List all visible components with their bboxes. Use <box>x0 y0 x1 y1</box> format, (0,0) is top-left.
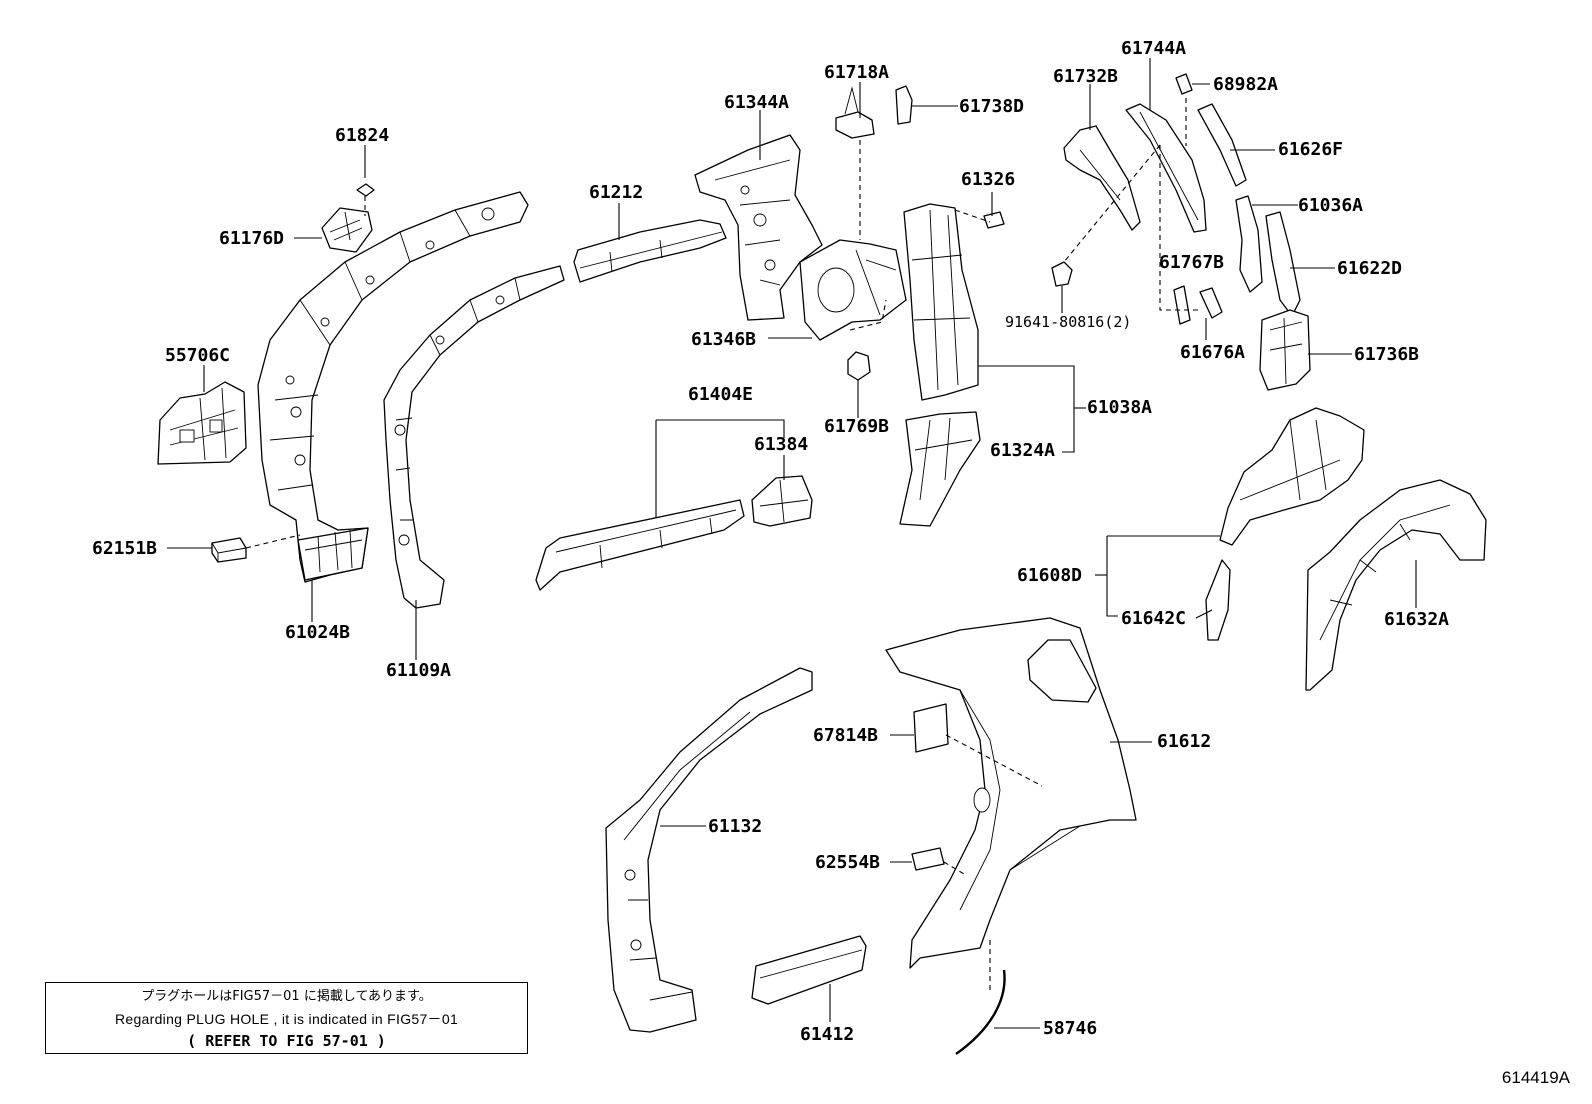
label-61626f: 61626F <box>1278 139 1343 160</box>
part-61176d-drawing <box>321 183 375 253</box>
label-61324a: 61324A <box>990 440 1055 461</box>
label-61412: 61412 <box>800 1024 854 1045</box>
part-61346b-drawing <box>799 239 907 341</box>
label-62554b: 62554B <box>815 852 880 873</box>
label-61732b: 61732B <box>1053 66 1118 87</box>
label-61344a: 61344A <box>724 92 789 113</box>
part-61642c-drawing <box>1205 559 1231 641</box>
label-61346b: 61346B <box>691 329 756 350</box>
part-61744a-drawing <box>1125 103 1207 233</box>
part-61326-drawing <box>983 211 1005 229</box>
label-67814b: 67814B <box>813 725 878 746</box>
part-61676a-drawing <box>1199 287 1223 319</box>
part-55706c-drawing <box>157 381 247 465</box>
label-61718a: 61718A <box>824 62 889 83</box>
part-61769b-drawing <box>847 351 871 381</box>
label-58746: 58746 <box>1043 1018 1097 1039</box>
label-61622d: 61622D <box>1337 258 1402 279</box>
label-61608d: 61608D <box>1017 565 1082 586</box>
label-61024b: 61024B <box>285 622 350 643</box>
part-61038a-drawing <box>903 203 979 401</box>
note-reference-link[interactable]: ( REFER TO FIG 57-01 ) <box>187 1032 386 1050</box>
part-58746-drawing <box>955 969 1006 1055</box>
label-61132: 61132 <box>708 816 762 837</box>
part-61718a-drawing <box>835 86 875 139</box>
part-61626f-drawing <box>1197 103 1247 187</box>
part-61412-drawing <box>751 935 867 1005</box>
label-61612: 61612 <box>1157 731 1211 752</box>
leader-lines <box>167 58 1417 1029</box>
note-english-text: Regarding PLUG HOLE , it is indicated in… <box>114 1011 459 1027</box>
label-61676a: 61676A <box>1180 342 1245 363</box>
label-61404e: 61404E <box>688 384 753 405</box>
label-61642c: 61642C <box>1121 608 1186 629</box>
label-55706c: 55706C <box>165 345 230 366</box>
part-61732b-drawing <box>1063 125 1141 231</box>
part-61384-drawing <box>751 475 813 527</box>
label-61769b: 61769B <box>824 416 889 437</box>
part-67814b-drawing <box>913 703 949 753</box>
part-91641-bolt-drawing <box>1051 261 1073 287</box>
label-61744a: 61744A <box>1121 38 1186 59</box>
figure-id: 614419A <box>1501 1068 1570 1087</box>
label-62151b: 62151B <box>92 538 157 559</box>
part-61109a-drawing <box>383 265 565 609</box>
part-61036a-drawing <box>1235 195 1263 293</box>
part-61767b-drawing <box>1173 285 1191 325</box>
note-japanese-text: プラグホールはFIG57－01 に掲載してあります。 <box>141 989 432 1004</box>
label-61738d: 61738D <box>959 96 1024 117</box>
part-68982a-drawing <box>1175 73 1193 95</box>
part-62554b-drawing <box>911 847 945 871</box>
part-62151b-drawing <box>211 537 247 563</box>
part-61024b-pillar-drawing <box>257 191 529 583</box>
part-61622d-drawing <box>1265 211 1301 317</box>
label-61212: 61212 <box>589 182 643 203</box>
part-61608d-drawing <box>1219 407 1365 546</box>
plug-hole-note: プラグホールはFIG57－01 に掲載してあります。 Regarding PLU… <box>45 982 528 1054</box>
label-61038a: 61038A <box>1087 397 1152 418</box>
part-labels: 61744A 61718A 61732B 68982A 61738D 61344… <box>92 38 1449 1045</box>
part-61132-drawing <box>605 667 813 1033</box>
label-61326: 61326 <box>961 169 1015 190</box>
label-68982a: 68982A <box>1213 74 1278 95</box>
label-61632a: 61632A <box>1384 609 1449 630</box>
label-61176d: 61176D <box>219 228 284 249</box>
label-61036a: 61036A <box>1298 195 1363 216</box>
part-61404e-drawing <box>535 499 745 591</box>
part-61324a-drawing <box>899 411 981 527</box>
part-61632a-drawing <box>1305 479 1487 691</box>
part-61212-drawing <box>573 219 727 283</box>
part-61736b-drawing <box>1259 309 1311 391</box>
part-61738d-drawing <box>895 85 913 125</box>
part-61612-drawing <box>885 617 1137 969</box>
label-61384: 61384 <box>754 434 808 455</box>
label-61767b: 61767B <box>1159 252 1224 273</box>
part-61344a-drawing <box>694 134 823 321</box>
label-61824: 61824 <box>335 125 389 146</box>
label-61736b: 61736B <box>1354 344 1419 365</box>
label-91641-80816: 91641-80816(2) <box>1005 313 1131 331</box>
label-61109a: 61109A <box>386 660 451 681</box>
